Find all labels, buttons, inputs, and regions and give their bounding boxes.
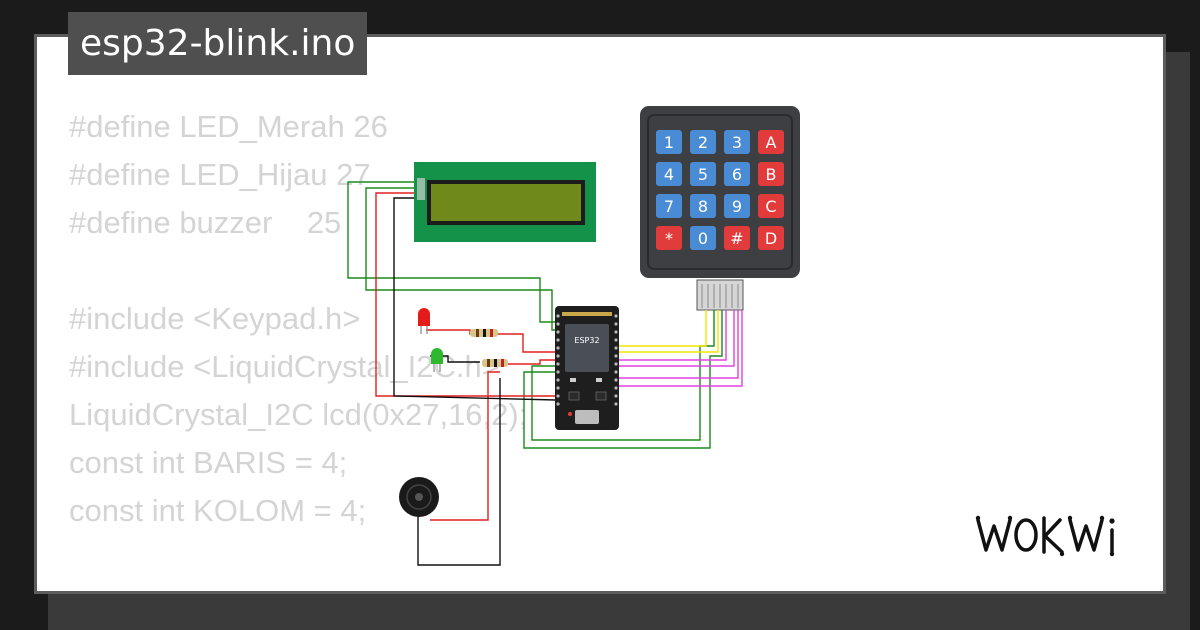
green-led[interactable] — [431, 348, 443, 372]
esp32-label: ESP32 — [574, 336, 599, 345]
code-line: #define buzzer 25 — [69, 205, 342, 240]
keypad-key[interactable]: 0 — [690, 226, 716, 250]
keypad-key-label: 1 — [664, 133, 674, 152]
keypad-key[interactable]: 1 — [656, 130, 682, 154]
keypad-key[interactable]: C — [758, 194, 784, 218]
keypad-key[interactable]: 9 — [724, 194, 750, 218]
code-line: const int KOLOM = 4; — [69, 493, 367, 528]
keypad-key-label: 0 — [698, 229, 708, 248]
keypad[interactable]: 1 2 3 A 4 5 6 B 7 8 9 C * 0 # D — [640, 106, 800, 311]
keypad-key[interactable]: D — [758, 226, 784, 250]
keypad-key-label: 5 — [698, 165, 708, 184]
keypad-key[interactable]: 8 — [690, 194, 716, 218]
code-line: #define LED_Hijau 27 — [69, 157, 371, 192]
keypad-key-label: C — [765, 197, 776, 216]
keypad-key-label: 9 — [732, 197, 742, 216]
keypad-key-label: D — [765, 229, 777, 248]
keypad-key-label: B — [766, 165, 777, 184]
wires — [347, 181, 743, 566]
keypad-key-label: 8 — [698, 197, 708, 216]
keypad-key-label: 4 — [664, 165, 674, 184]
keypad-key-label: # — [730, 229, 743, 248]
circuit-diagram: 1 2 3 A 4 5 6 B 7 8 9 C * 0 # D — [347, 106, 800, 566]
keypad-key-label: 2 — [698, 133, 708, 152]
keypad-key-label: * — [665, 229, 673, 248]
keypad-key-label: 7 — [664, 197, 674, 216]
keypad-key[interactable]: 7 — [656, 194, 682, 218]
keypad-key-label: 3 — [732, 133, 742, 152]
project-title: esp32-blink.ino — [68, 12, 368, 75]
code-line: LiquidCrystal_I2C lcd(0x27,16,2); — [69, 397, 528, 432]
resistor[interactable] — [470, 329, 498, 337]
code-line: #include <Keypad.h> — [69, 301, 361, 336]
keypad-key[interactable]: B — [758, 162, 784, 186]
code-line: char keys[BARIS][KOLOM] = { — [69, 583, 527, 591]
code-preview: #define LED_Merah 26 #define LED_Hijau 27… — [69, 103, 528, 591]
keypad-key[interactable]: 4 — [656, 162, 682, 186]
red-led[interactable] — [418, 308, 430, 334]
buzzer[interactable] — [399, 477, 439, 517]
code-line: #include <LiquidCrystal_I2C.h> — [69, 349, 500, 384]
resistor[interactable] — [482, 359, 508, 367]
keypad-key[interactable]: # — [724, 226, 750, 250]
wokwi-logo — [974, 510, 1146, 564]
code-line: #define LED_Merah 26 — [69, 109, 388, 144]
keypad-key-label: 6 — [732, 165, 742, 184]
keypad-key-label: A — [766, 133, 777, 152]
keypad-key[interactable]: 3 — [724, 130, 750, 154]
code-line: const int BARIS = 4; — [69, 445, 348, 480]
keypad-key[interactable]: 6 — [724, 162, 750, 186]
esp32-board[interactable]: ESP32 — [555, 306, 619, 430]
preview-card: #define LED_Merah 26 #define LED_Hijau 27… — [34, 34, 1166, 594]
keypad-key[interactable]: 2 — [690, 130, 716, 154]
keypad-key[interactable]: 5 — [690, 162, 716, 186]
keypad-key[interactable]: A — [758, 130, 784, 154]
keypad-key[interactable]: * — [656, 226, 682, 250]
lcd-display[interactable] — [414, 162, 596, 242]
